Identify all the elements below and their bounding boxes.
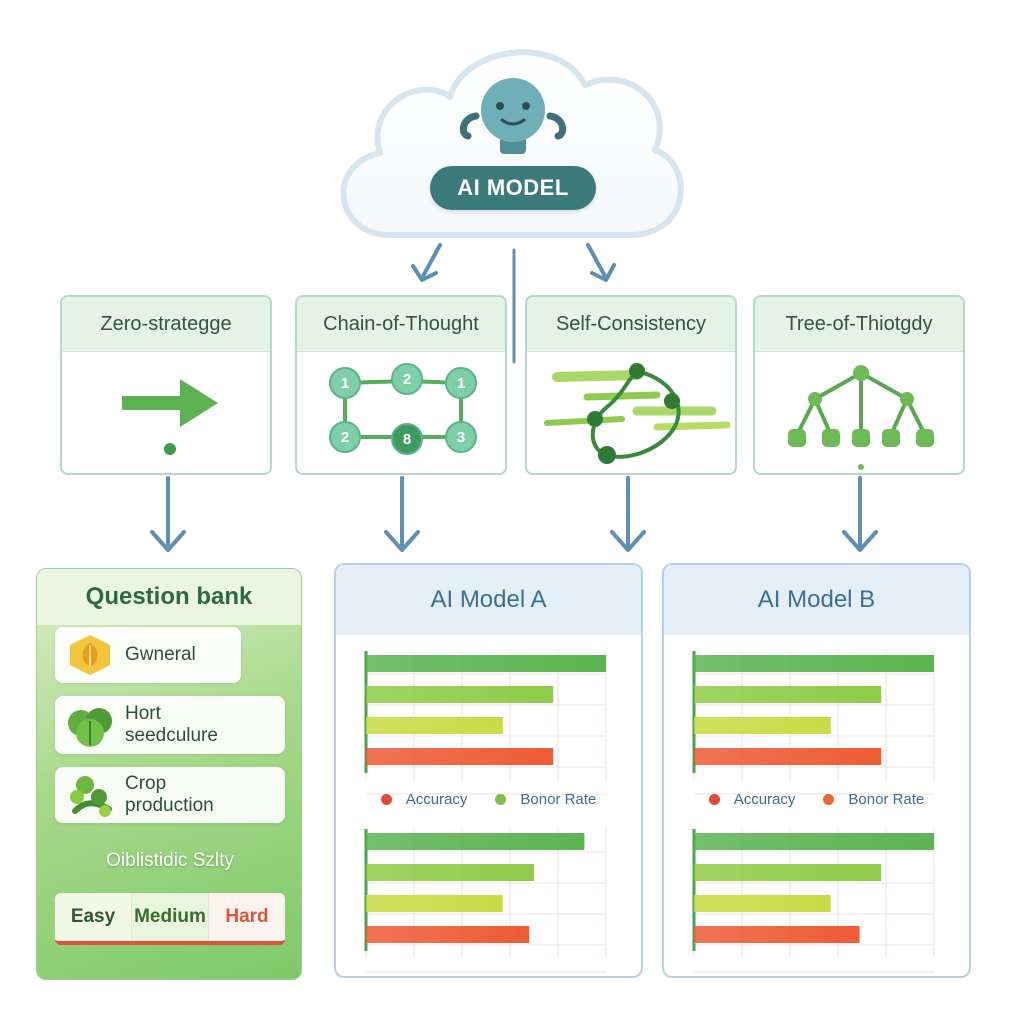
robot-icon	[459, 78, 567, 154]
strategy-card-cot: Chain-of-Thought 1 2 1 2 8 3	[295, 295, 507, 475]
strategy-title: Zero-strategge	[62, 297, 270, 352]
chart-bar	[694, 833, 934, 850]
model-a-legend: Accuracy Bonor Rate	[336, 791, 641, 808]
category-label: Crop production	[125, 773, 214, 816]
legend-label: Bonor Rate	[520, 791, 597, 808]
chart-bar	[694, 748, 882, 765]
chain-node-label: 2	[341, 429, 349, 446]
strategy-card-sc: Self-Consistency	[525, 295, 737, 475]
chart-bar	[694, 926, 860, 943]
loop-graph-icon	[544, 363, 731, 464]
difficulty-selector: Easy Medium Hard	[55, 893, 285, 945]
legend-dot	[708, 794, 720, 805]
arrow-to-sc	[586, 243, 608, 280]
ai-model-label: AI MODEL	[430, 166, 596, 210]
model-b-title: AI Model B	[664, 565, 969, 635]
question-bank-panel: Question bank Gwneral Hort seedculure Cr…	[36, 568, 302, 980]
model-panel-b: AI Model B Accuracy Bonor Rate	[662, 563, 971, 978]
strategy-title: Tree-of-Thiotgdy	[755, 297, 963, 352]
question-bank-title: Question bank	[37, 569, 301, 625]
chart-bar	[694, 717, 831, 734]
model-panel-a: AI Model A Accuracy Bonor Rate	[334, 563, 643, 978]
legend-label: Accuracy	[733, 791, 796, 808]
model-a-title: AI Model A	[336, 565, 641, 635]
chain-nodes-icon: 1 2 1 2 8 3	[329, 363, 477, 455]
legend-item: Accuracy	[708, 791, 796, 808]
strategy-card-tot: Tree-of-Thiotgdy	[753, 295, 965, 475]
chart-bar	[366, 655, 606, 672]
model-b-legend: Accuracy Bonor Rate	[664, 791, 969, 808]
chain-node-label: 1	[457, 375, 465, 392]
legend-label: Accuracy	[405, 791, 468, 808]
tree-icon	[788, 365, 934, 470]
chart-bar	[366, 895, 503, 912]
legend-item: Bonor Rate	[823, 791, 924, 808]
chain-node-label: 1	[341, 375, 349, 392]
arrow-to-cot	[420, 243, 442, 280]
chart-bar	[694, 686, 882, 703]
legend-item: Bonor Rate	[495, 791, 596, 808]
model-a-chart	[364, 651, 607, 973]
strategy-title: Self-Consistency	[527, 297, 735, 352]
question-category-general[interactable]: Gwneral	[55, 627, 241, 683]
legend-dot	[380, 794, 392, 805]
chain-node-label: 8	[403, 431, 411, 448]
chart-bar	[366, 748, 554, 765]
chart-bar	[694, 655, 934, 672]
chart-bar	[366, 833, 585, 850]
chain-node-label: 3	[457, 429, 465, 446]
chain-node-label: 2	[403, 371, 411, 388]
leaf-badge-icon	[70, 635, 110, 675]
chart-bar	[694, 864, 882, 881]
category-label: Gwneral	[125, 644, 196, 665]
legend-item: Accuracy	[380, 791, 468, 808]
strategy-title: Chain-of-Thought	[297, 297, 505, 352]
chart-bar	[366, 686, 554, 703]
sprout-icon	[70, 776, 112, 817]
legend-dot	[823, 794, 835, 805]
chart-bar	[366, 864, 534, 881]
model-b-chart	[692, 651, 935, 973]
difficulty-medium[interactable]: Medium	[132, 893, 209, 941]
legend-label: Bonor Rate	[848, 791, 925, 808]
category-label: Hort seedculure	[125, 703, 218, 746]
question-category-horticulture[interactable]: Hort seedculure	[55, 696, 285, 754]
difficulty-hard[interactable]: Hard	[209, 893, 285, 941]
question-category-crop[interactable]: Crop production	[55, 767, 285, 823]
difficulty-label: Oiblistidic Szlty	[106, 850, 234, 871]
arrow-right-icon	[122, 379, 218, 455]
legend-dot	[495, 794, 507, 805]
difficulty-easy[interactable]: Easy	[55, 893, 132, 941]
strategy-card-zero: Zero-strategge	[60, 295, 272, 475]
chart-bar	[694, 895, 831, 912]
chart-bar	[366, 717, 503, 734]
chart-bar	[366, 926, 530, 943]
lettuce-icon	[68, 708, 112, 747]
